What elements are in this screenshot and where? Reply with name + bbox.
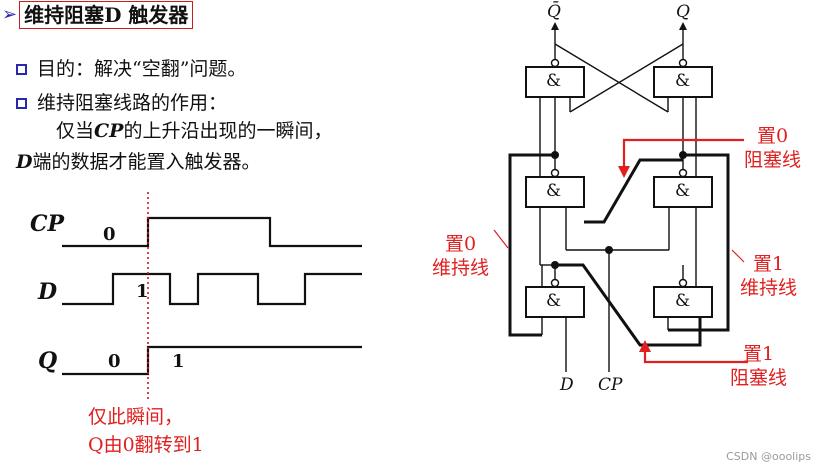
title-box: 维持阻塞D 触发器 bbox=[19, 1, 194, 29]
q-level-label-1: 1 bbox=[172, 351, 185, 372]
edge-note-line-1: 仅此瞬间， bbox=[88, 406, 184, 428]
square-bullet-icon bbox=[16, 97, 27, 109]
reset-block-label: 置0 阻塞线 bbox=[744, 124, 801, 172]
gate-symbol: & bbox=[675, 71, 691, 91]
bullet-function-text: 维持阻塞线路的作用： bbox=[37, 92, 228, 114]
body-line-1: 仅当CP的上升沿出现的一瞬间， bbox=[56, 118, 332, 144]
gate-symbol: & bbox=[546, 71, 562, 91]
body-line-2: D端的数据才能置入触发器。 bbox=[16, 149, 261, 175]
bullet-function: 维持阻塞线路的作用： bbox=[16, 90, 227, 116]
gate-symbol: & bbox=[675, 291, 691, 311]
d-waveform bbox=[62, 272, 362, 306]
hold-block-lines bbox=[508, 153, 730, 347]
signal-label-cp: CP bbox=[30, 211, 65, 237]
reset-hold-label-1: 置0 bbox=[444, 233, 477, 255]
input-d-label: D bbox=[560, 375, 574, 395]
set-block-label-2: 阻塞线 bbox=[730, 367, 788, 389]
set-hold-label-2: 维持线 bbox=[740, 277, 798, 299]
output-q-label: Q bbox=[676, 2, 690, 22]
watermark: CSDN @ooolips bbox=[726, 450, 811, 463]
reset-block-label-1: 置0 bbox=[756, 125, 789, 147]
gate-symbol: & bbox=[546, 181, 562, 201]
reset-block-label-2: 阻塞线 bbox=[744, 149, 802, 171]
set-hold-label: 置1 维持线 bbox=[740, 252, 797, 300]
arrow-bullet-icon: ➢ bbox=[2, 4, 18, 25]
body-cp-term: CP bbox=[94, 120, 124, 142]
gate-symbol: & bbox=[546, 291, 562, 311]
signal-label-q: Q bbox=[38, 348, 58, 374]
bullet-purpose: 目的：解决“空翻”问题。 bbox=[16, 56, 246, 82]
gate-symbol: & bbox=[675, 181, 691, 201]
d-level-label: 1 bbox=[136, 281, 149, 302]
set-block-label-1: 置1 bbox=[742, 343, 775, 365]
set-block-label: 置1 阻塞线 bbox=[730, 342, 787, 390]
bullet-purpose-text: 目的：解决“空翻”问题。 bbox=[37, 58, 247, 80]
reset-hold-label: 置0 维持线 bbox=[432, 232, 489, 280]
q-level-label-0: 0 bbox=[108, 351, 121, 372]
red-arrows bbox=[493, 138, 748, 364]
input-cp-label: CP bbox=[598, 375, 623, 395]
set-hold-label-1: 置1 bbox=[752, 253, 785, 275]
body-d-term: D bbox=[16, 151, 33, 173]
page-title: ➢ 维持阻塞D 触发器 bbox=[2, 1, 194, 29]
body-line-1-pre: 仅当 bbox=[56, 120, 95, 142]
output-qbar-label: Q̄ bbox=[547, 2, 561, 22]
edge-note-line-2: Q由0翻转到1 bbox=[88, 434, 204, 456]
flipflop-circuit bbox=[525, 22, 713, 372]
q-waveform bbox=[62, 345, 362, 376]
square-bullet-icon bbox=[16, 63, 27, 75]
cp-waveform bbox=[62, 216, 362, 248]
body-line-1-post: 的上升沿出现的一瞬间， bbox=[123, 120, 333, 142]
cp-level-label: 0 bbox=[103, 224, 116, 245]
body-line-2-post: 端的数据才能置入触发器。 bbox=[32, 151, 261, 173]
reset-hold-label-2: 维持线 bbox=[432, 257, 490, 279]
signal-label-d: D bbox=[38, 279, 58, 305]
